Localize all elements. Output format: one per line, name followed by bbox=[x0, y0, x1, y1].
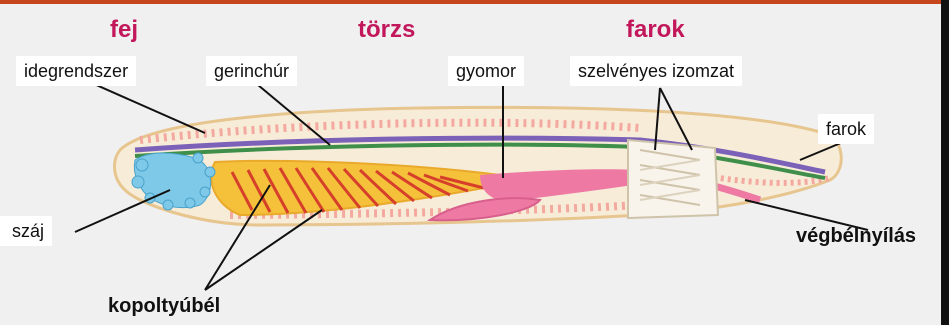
label-mouth: száj bbox=[0, 216, 52, 246]
label-nervous-system: idegrendszer bbox=[16, 56, 136, 86]
label-gill-gut: kopoltyúbél bbox=[108, 294, 220, 318]
label-notochord: gerinchúr bbox=[206, 56, 297, 86]
label-segmented-muscle: szelvényes izomzat bbox=[570, 56, 742, 86]
segmented-muscle-cutaway bbox=[628, 140, 718, 218]
label-anus: végbélnyílás bbox=[796, 224, 916, 248]
label-tail: farok bbox=[818, 114, 874, 144]
label-stomach: gyomor bbox=[448, 56, 524, 86]
